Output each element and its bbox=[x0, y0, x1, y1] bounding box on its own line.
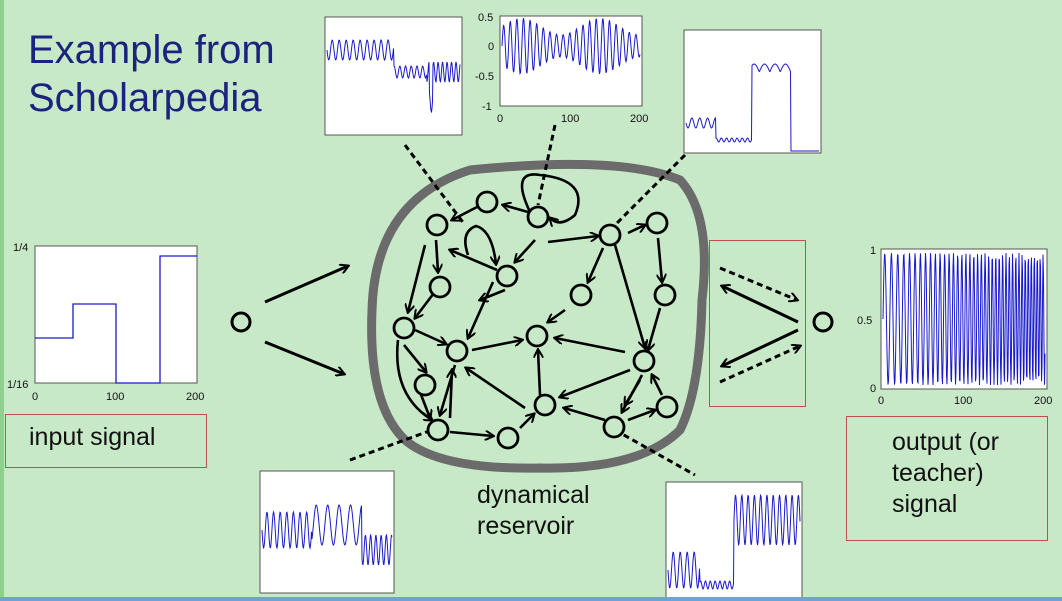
input-arrow-top bbox=[264, 266, 348, 304]
output-label-line-3: signal bbox=[892, 490, 958, 518]
input-neuron bbox=[230, 311, 252, 333]
input-signal-plot: 1/4 1/16 0 100 200 bbox=[7, 242, 204, 403]
input-signal-label: input signal bbox=[29, 423, 156, 451]
output-neuron bbox=[812, 311, 834, 333]
output-plot-ytick: 0 bbox=[870, 383, 876, 395]
top-plot-xtick: 200 bbox=[630, 113, 648, 125]
top-plot-ytick: -0.5 bbox=[475, 71, 494, 83]
output-plot-ytick: 0.5 bbox=[857, 315, 872, 327]
output-arrows bbox=[720, 266, 800, 384]
output-plot-ytick: 1 bbox=[870, 245, 876, 257]
input-plot-xtick: 200 bbox=[186, 391, 204, 403]
bottom-edge-bar bbox=[0, 597, 1062, 601]
reservoir-connections bbox=[395, 173, 662, 436]
top-plot-xtick: 100 bbox=[561, 113, 579, 125]
reservoir-label-line-1: dynamical bbox=[477, 481, 590, 509]
output-label-line-1: output (or bbox=[892, 428, 1000, 456]
top-plot-ytick: -1 bbox=[482, 101, 492, 113]
left-edge-bar bbox=[0, 0, 4, 601]
output-plot-xtick: 0 bbox=[878, 395, 884, 407]
reservoir-label-line-2: reservoir bbox=[477, 512, 575, 540]
probe-lines bbox=[349, 124, 696, 477]
top-plot-ytick: 0 bbox=[488, 41, 494, 53]
input-arrow-bottom bbox=[264, 340, 344, 374]
top-plot-xtick: 0 bbox=[497, 113, 503, 125]
neuron-trace-plot bbox=[683, 29, 822, 154]
output-plot-xtick: 100 bbox=[954, 395, 972, 407]
neuron-trace-plot bbox=[665, 481, 803, 599]
top-plot-ytick: 0.5 bbox=[478, 12, 493, 24]
output-signal-plot: 1 0.5 0 0 100 200 bbox=[857, 245, 1052, 407]
reservoir-label: dynamical reservoir bbox=[477, 480, 590, 542]
title: Example from Scholarpedia bbox=[28, 26, 275, 122]
output-label-box bbox=[846, 416, 1048, 541]
input-plot-ytick-bottom: 1/16 bbox=[7, 379, 28, 391]
input-plot-xtick: 100 bbox=[106, 391, 124, 403]
neuron-trace-plot bbox=[324, 16, 463, 136]
title-line-2: Scholarpedia bbox=[28, 76, 262, 120]
reservoir-neurons bbox=[392, 190, 679, 450]
neuron-trace-plot bbox=[259, 470, 395, 594]
input-plot-ytick-top: 1/4 bbox=[13, 242, 28, 254]
input-plot-xtick: 0 bbox=[32, 391, 38, 403]
readout-box bbox=[709, 240, 806, 407]
title-line-1: Example from bbox=[28, 28, 275, 72]
output-label-line-2: teacher) bbox=[892, 459, 984, 487]
neuron-trace-plot: 0.5 0 -0.5 -1 0 100 200 bbox=[475, 12, 648, 125]
output-plot-xtick: 200 bbox=[1034, 395, 1052, 407]
output-signal-label: output (or teacher) signal bbox=[892, 427, 999, 520]
reservoir-boundary bbox=[367, 159, 709, 473]
input-label-box bbox=[5, 414, 207, 468]
